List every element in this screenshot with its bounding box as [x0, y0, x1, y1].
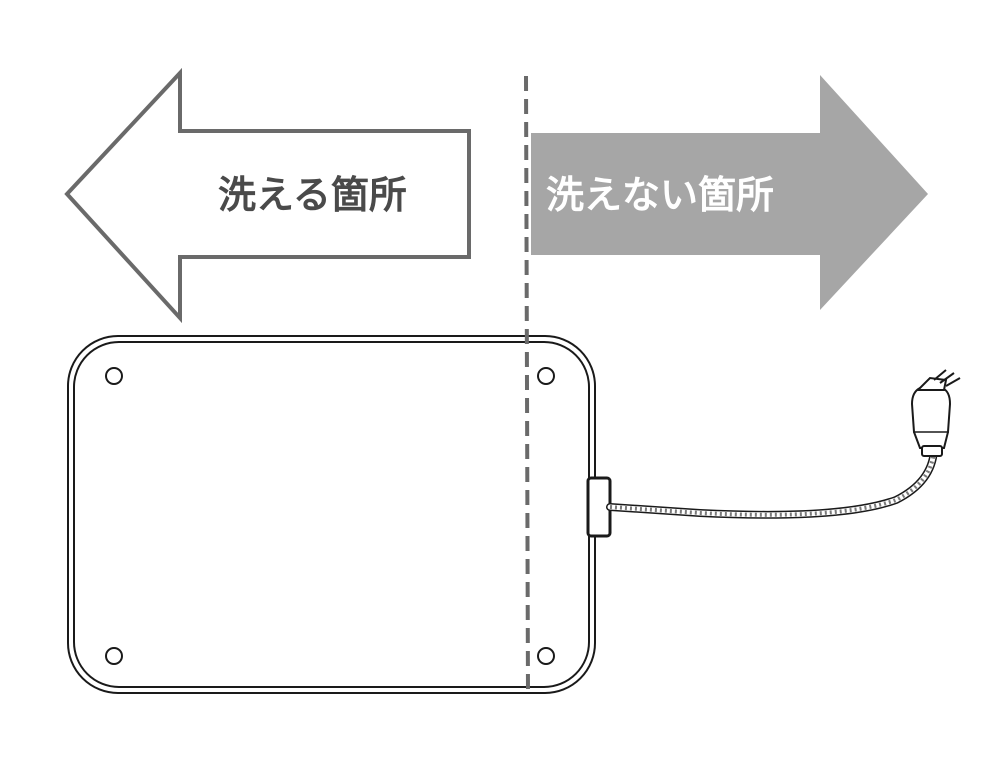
divider-line	[524, 75, 530, 698]
corner-hole-top-left	[105, 367, 123, 385]
heating-pad	[67, 335, 596, 694]
corner-hole-bottom-right	[537, 647, 555, 665]
plug	[910, 369, 961, 457]
not-washable-label: 洗えない箇所	[546, 173, 774, 217]
plug-prong-3	[945, 377, 961, 387]
plug-prong-2	[939, 372, 955, 384]
plug-cap	[915, 376, 948, 391]
washable-label: 洗える箇所	[218, 173, 407, 217]
plug-prong-1	[933, 369, 947, 381]
washable-arrow: 洗える箇所	[64, 67, 471, 324]
left-arrow-shape	[64, 67, 471, 324]
not-washable-arrow: 洗えない箇所	[531, 75, 928, 310]
corner-hole-top-right	[537, 367, 555, 385]
power-cord	[606, 446, 938, 519]
cord-texture	[609, 449, 936, 517]
plug-base	[921, 445, 943, 457]
right-arrow-shape	[531, 75, 928, 310]
plug-body	[910, 387, 952, 449]
corner-hole-bottom-left	[105, 647, 123, 665]
pad-outer-outline	[67, 335, 596, 694]
